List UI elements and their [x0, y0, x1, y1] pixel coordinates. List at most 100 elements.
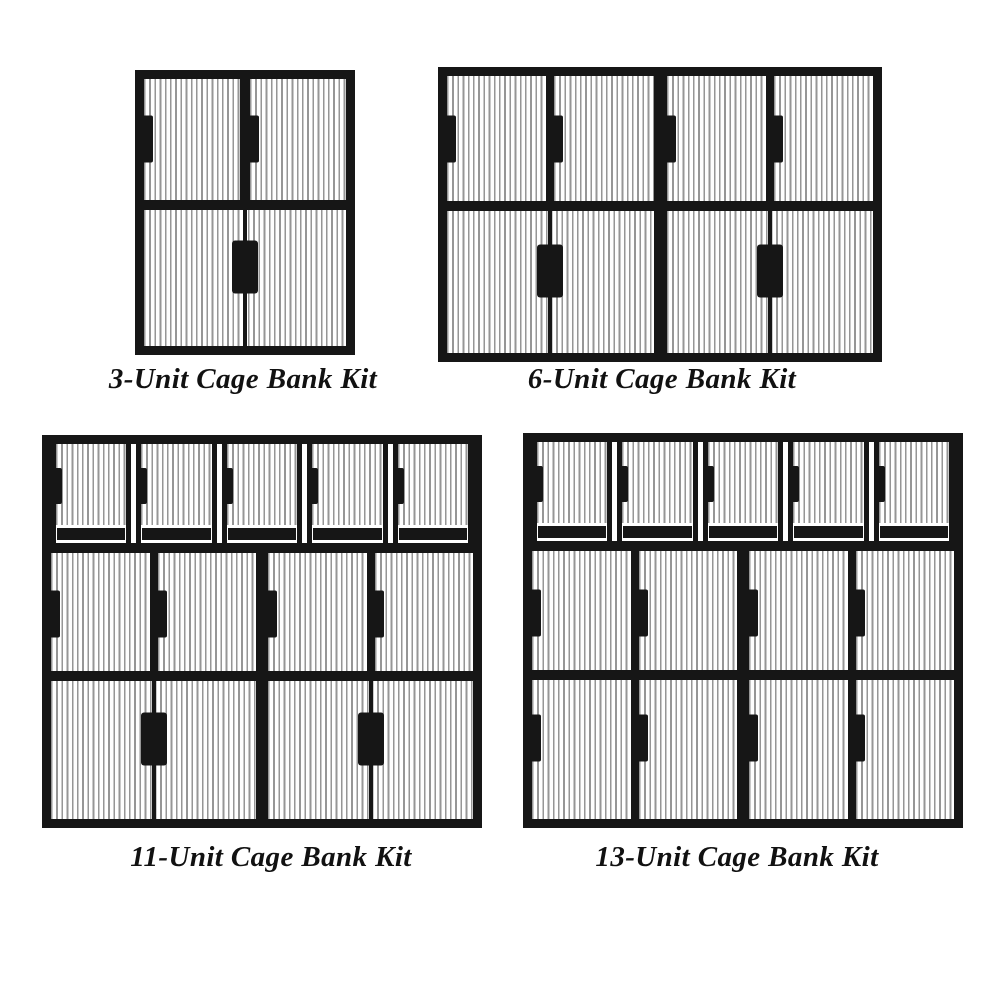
tray-gap	[537, 523, 608, 527]
column-divider	[630, 680, 639, 819]
door-latch	[746, 714, 758, 762]
cage-row	[532, 442, 955, 542]
door-latch	[154, 590, 167, 638]
double-door-cell	[51, 680, 256, 819]
cage-row	[529, 551, 954, 671]
litter-tray-bar	[227, 527, 297, 540]
door-latch	[790, 465, 800, 502]
door-latch	[770, 115, 783, 163]
litter-tray-bar	[879, 526, 949, 539]
column-divider	[366, 552, 375, 671]
cage-frame-11-unit	[42, 435, 482, 828]
door-cell	[852, 551, 954, 671]
column-divider	[847, 680, 856, 819]
cage-mesh-panel	[397, 444, 469, 525]
door-latch	[371, 590, 384, 638]
cage-mesh-panel	[707, 442, 779, 524]
cage-row	[444, 76, 873, 202]
cage-mesh-panel	[312, 444, 383, 525]
door-latch	[529, 714, 541, 762]
tray-gap	[141, 539, 212, 543]
cage-row	[51, 680, 473, 819]
kit-caption: 3-Unit Cage Bank Kit	[108, 363, 378, 395]
shelf-divider	[144, 199, 346, 210]
small-unit-cell	[532, 442, 613, 542]
small-unit-cell	[873, 442, 955, 542]
column-divider	[149, 552, 158, 671]
door-latch	[635, 714, 648, 762]
door-cell	[852, 680, 954, 819]
litter-tray-bar	[538, 526, 607, 539]
column-divider	[765, 76, 774, 202]
door-latch	[48, 590, 60, 638]
cage-row	[144, 209, 346, 346]
door-latch	[746, 589, 758, 637]
double-door-latch	[756, 244, 783, 298]
tray-gap	[793, 538, 864, 542]
door-cell	[529, 551, 631, 671]
tray-gap	[537, 538, 608, 542]
litter-tray-bar	[57, 527, 126, 540]
door-latch	[265, 590, 277, 638]
cage-mesh-panel	[56, 444, 127, 525]
shelf-divider	[51, 670, 473, 681]
cage-row	[529, 680, 954, 819]
double-door-cell	[666, 211, 873, 353]
door-cell	[746, 680, 848, 819]
shelf-divider	[51, 542, 473, 553]
tray-gap	[226, 524, 298, 528]
door-latch	[53, 467, 62, 504]
litter-tray-bar	[623, 526, 692, 539]
column-divider	[630, 551, 639, 671]
small-unit-cell	[617, 442, 698, 542]
door-latch	[309, 467, 319, 504]
small-unit-cell	[221, 444, 303, 543]
cage-row	[141, 79, 346, 200]
cage-mesh-panel	[878, 442, 950, 524]
double-door-latch	[537, 244, 564, 298]
kit-caption: 11-Unit Cage Bank Kit	[130, 841, 412, 873]
tray-gap	[312, 539, 383, 543]
cage-mesh-panel	[622, 442, 693, 524]
column-divider	[256, 552, 268, 671]
tray-gap	[397, 524, 469, 528]
door-cell	[635, 680, 737, 819]
shelf-divider	[532, 541, 954, 552]
small-unit-cell	[136, 444, 217, 543]
cage-mesh-panel	[141, 444, 212, 525]
tray-gap	[397, 539, 469, 543]
tray-gap	[56, 539, 127, 543]
door-cell	[154, 552, 256, 671]
litter-tray-bar	[313, 527, 382, 540]
tray-gap	[707, 538, 779, 542]
double-door-cell	[144, 209, 346, 346]
door-latch	[138, 467, 148, 504]
door-cell	[247, 79, 346, 200]
cage-frame-13-unit	[523, 433, 963, 828]
door-cell	[663, 76, 766, 202]
door-latch	[852, 714, 865, 762]
tray-gap	[622, 538, 693, 542]
door-latch	[704, 465, 714, 502]
column-divider	[240, 79, 250, 200]
column-divider	[737, 551, 749, 671]
cage-row	[48, 552, 473, 671]
litter-tray-bar	[708, 526, 778, 539]
cage-row	[447, 211, 873, 353]
tray-gap	[878, 523, 950, 527]
small-unit-cell	[392, 444, 474, 543]
litter-tray-bar	[398, 527, 468, 540]
column-divider	[256, 680, 268, 819]
small-unit-cell	[702, 442, 784, 542]
cage-mesh-panel	[793, 442, 864, 524]
tray-gap	[878, 538, 950, 542]
tray-gap	[312, 524, 383, 528]
door-latch	[852, 589, 865, 637]
column-divider	[653, 211, 667, 353]
door-latch	[394, 467, 404, 504]
door-cell	[444, 76, 547, 202]
tray-gap	[793, 523, 864, 527]
door-cell	[770, 76, 873, 202]
door-cell	[141, 79, 240, 200]
